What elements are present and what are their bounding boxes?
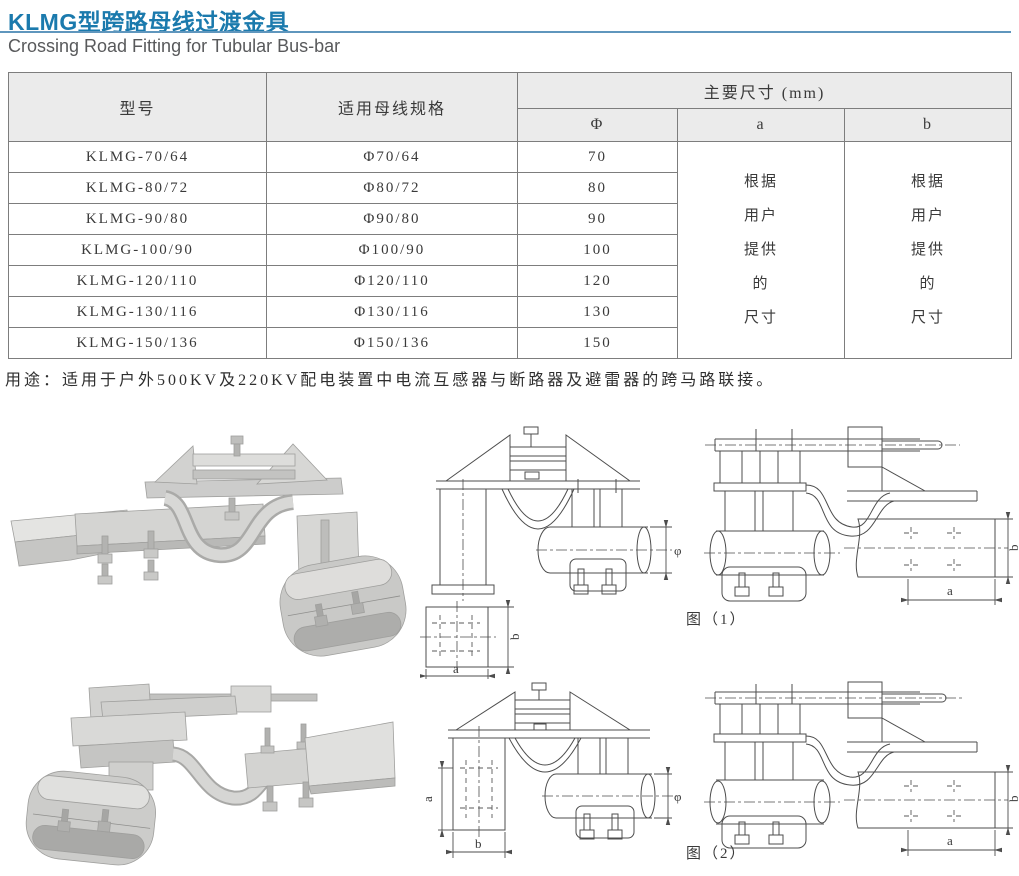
col-header-model: 型号 (8, 72, 267, 142)
b-note-cell: 根据 用户 提供 的 尺寸 (843, 141, 1013, 359)
spec-cell: Φ100/90 (266, 234, 518, 266)
dim-b-label: b (1006, 545, 1019, 552)
model-cell: KLMG-80/72 (8, 172, 267, 204)
model-cell: KLMG-130/116 (8, 296, 267, 328)
figure-1-caption: 图（1） (686, 611, 747, 628)
table-row: KLMG-130/116 Φ130/116 130 (8, 296, 1012, 328)
table-row: KLMG-120/110 Φ120/110 120 (8, 265, 1012, 297)
phi-cell: 90 (517, 203, 678, 235)
dim-a-label: a (420, 796, 435, 802)
dim-a-label: a (453, 661, 459, 676)
table-row: KLMG-70/64 Φ70/64 70 根据 用户 提供 的 尺寸 根据 用户… (8, 141, 1013, 359)
table-row: KLMG-150/136 Φ150/136 150 (8, 327, 1012, 359)
spec-cell: Φ120/110 (266, 265, 518, 297)
figure-1: φ b a (420, 426, 1019, 679)
model-cell: KLMG-150/136 (8, 327, 267, 359)
spec-cell: Φ150/136 (266, 327, 518, 359)
product-photo-top (10, 435, 407, 657)
phi-cell: 120 (517, 265, 678, 297)
figure-2: a b φ (420, 681, 1019, 862)
spec-table: 型号 适用母线规格 主要尺寸 (mm) Φ a b KLMG-70/64 Φ70… (8, 72, 1013, 359)
page-subtitle: Crossing Road Fitting for Tubular Bus-ba… (8, 36, 341, 56)
table-row: KLMG-80/72 Φ80/72 80 (8, 172, 1012, 204)
phi-cell: 130 (517, 296, 678, 328)
dim-b-label: b (1006, 796, 1019, 803)
spec-cell: Φ80/72 (266, 172, 518, 204)
col-header-dims: 主要尺寸 (mm) (516, 72, 1013, 109)
model-cell: KLMG-70/64 (8, 141, 267, 173)
model-cell: KLMG-120/110 (8, 265, 267, 297)
col-header-a: a (677, 108, 845, 142)
phi-cell: 80 (517, 172, 678, 204)
dim-b-label: b (475, 836, 482, 851)
phi-cell: 70 (517, 141, 678, 173)
spec-cell: Φ70/64 (266, 141, 518, 173)
dim-a-label: a (947, 833, 953, 848)
table-row: KLMG-100/90 Φ100/90 100 (8, 234, 1012, 266)
phi-cell: 150 (517, 327, 678, 359)
page-title: KLMG型跨路母线过渡金具 (8, 9, 290, 35)
model-cell: KLMG-90/80 (8, 203, 267, 235)
phi-cell: 100 (517, 234, 678, 266)
spec-cell: Φ90/80 (266, 203, 518, 235)
title-rule (0, 31, 1011, 33)
col-header-phi: Φ (517, 108, 678, 142)
spec-cell: Φ130/116 (266, 296, 518, 328)
model-cell: KLMG-100/90 (8, 234, 267, 266)
col-header-b: b (843, 108, 1013, 142)
figure-2-caption: 图（2） (686, 845, 747, 862)
table-row: KLMG-90/80 Φ90/80 90 (8, 203, 1012, 235)
product-photo-bottom (25, 683, 396, 866)
dim-phi-label: φ (674, 789, 682, 804)
a-note-cell: 根据 用户 提供 的 尺寸 (677, 141, 845, 359)
col-header-spec: 适用母线规格 (266, 72, 518, 142)
dim-phi-label: φ (674, 543, 682, 558)
usage-note: 用途：适用于户外500KV及220KV配电装置中电流互感器与断路器及避雷器的跨马… (5, 372, 776, 389)
dim-a-label: a (947, 583, 953, 598)
dim-b-label: b (507, 634, 522, 641)
